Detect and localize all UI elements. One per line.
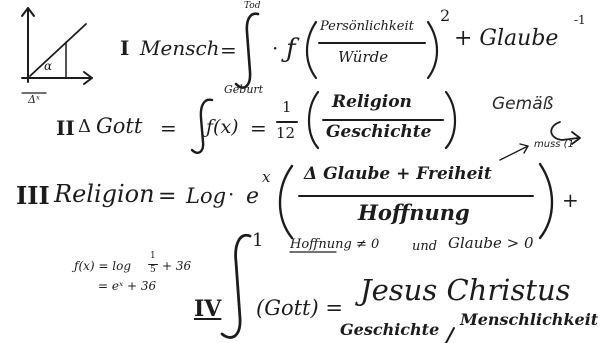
row4-condition-left: Hoffnung ≠ 0 bbox=[290, 237, 380, 252]
row3-subject: Religion bbox=[54, 180, 155, 208]
right-paren-row2 bbox=[444, 90, 456, 150]
row1-denominator: Würde bbox=[338, 48, 389, 66]
left-paren-row2 bbox=[308, 90, 320, 150]
row1-numerator: Persönlichkeit bbox=[320, 19, 414, 34]
row4-upper-limit: 1 bbox=[252, 230, 264, 251]
delta-x-label: Δˣ bbox=[28, 93, 40, 106]
row2-fraction-bar bbox=[322, 119, 444, 121]
row2-equals: = bbox=[160, 116, 177, 140]
row1-dot: · bbox=[272, 36, 279, 60]
row4-numeral: IV bbox=[194, 296, 222, 322]
row2-equals-2: = bbox=[250, 116, 267, 140]
row2-subject: Gott bbox=[96, 114, 143, 138]
row4-result: Jesus Christus bbox=[360, 273, 571, 307]
row4-side-plus: + 36 bbox=[162, 259, 192, 273]
row4-bottom-left: Geschichte bbox=[340, 320, 440, 339]
row2-coeff-den: 12 bbox=[276, 124, 296, 142]
integral-sign-row4 bbox=[220, 233, 252, 339]
right-paren-row3 bbox=[538, 162, 554, 240]
integral-sign-row2 bbox=[190, 98, 214, 154]
row3-trailing-plus: + bbox=[562, 188, 579, 212]
brace-bottom bbox=[445, 327, 455, 343]
row1-upper-limit: Tod bbox=[244, 1, 261, 11]
row2-note-gemass: Gemäß bbox=[492, 94, 554, 114]
row2-coeff-num: 1 bbox=[282, 98, 292, 116]
row3-denominator: Hoffnung bbox=[358, 200, 470, 225]
row1-term-exponent: -1 bbox=[574, 13, 586, 27]
row1-exponent: 2 bbox=[440, 6, 451, 25]
row4-condition-right: Glaube > 0 bbox=[448, 234, 534, 252]
row4-bottom-right: Menschlichkeit bbox=[460, 310, 599, 329]
row1-equals: = bbox=[220, 38, 237, 62]
row3-exponent-x: x bbox=[262, 168, 271, 186]
row3-log: Log bbox=[186, 184, 227, 208]
row2-numeral: II bbox=[56, 116, 75, 140]
row4-condition-and: und bbox=[412, 239, 438, 254]
row4-side-frac-num: 1 bbox=[150, 251, 156, 261]
row4-integrand: (Gott) = bbox=[256, 296, 343, 320]
row1-lower-limit: Geburt bbox=[224, 83, 264, 96]
row3-base-e: e bbox=[246, 184, 260, 209]
row2-func: ƒ(x) bbox=[206, 116, 239, 138]
row4-side-frac-bar bbox=[148, 264, 158, 265]
integral-sign-row1 bbox=[234, 12, 260, 89]
row1-plus-glaube: + Glaube bbox=[454, 26, 559, 51]
row3-numeral: III bbox=[16, 181, 50, 210]
row1-numeral: I bbox=[120, 36, 130, 60]
row4-side-frac-den: 5 bbox=[150, 265, 156, 275]
row3-numerator: Δ Glaube + Freiheit bbox=[304, 164, 492, 184]
row3-fraction-bar bbox=[298, 195, 534, 197]
row4-side-eq-1: ƒ(x) = log bbox=[74, 259, 131, 273]
alpha-label: α bbox=[44, 59, 53, 73]
row1-subject: Mensch bbox=[140, 36, 220, 60]
row3-dot: · bbox=[228, 182, 235, 206]
row2-numerator: Religion bbox=[332, 92, 412, 112]
row2-delta: Δ bbox=[78, 116, 91, 137]
row3-side-note: muss (1 bbox=[534, 139, 574, 150]
right-paren-row1 bbox=[426, 20, 439, 80]
row3-equals: = bbox=[158, 184, 177, 209]
row1-func: ƒ bbox=[286, 34, 296, 64]
row2-coeff-bar bbox=[276, 121, 298, 123]
row2-denominator: Geschichte bbox=[326, 122, 432, 142]
left-paren-row3 bbox=[278, 164, 294, 240]
left-paren-row1 bbox=[305, 20, 318, 80]
gemass-arrow bbox=[550, 121, 579, 141]
row1-fraction-bar bbox=[318, 42, 426, 44]
graph-diagram bbox=[21, 7, 93, 94]
row4-side-eq-2: = eˣ + 36 bbox=[98, 279, 157, 293]
